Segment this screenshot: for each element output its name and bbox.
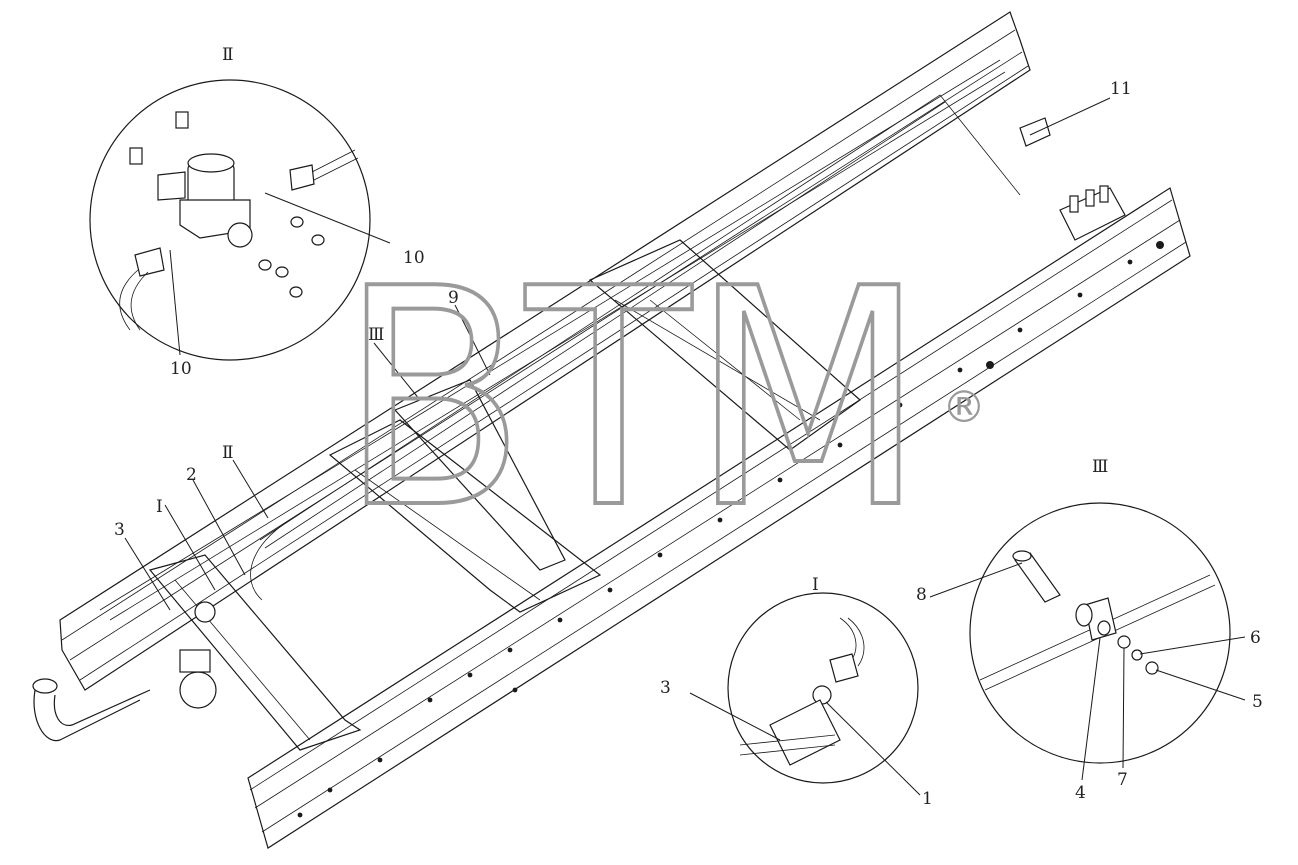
detail-I-circle — [727, 592, 919, 784]
valve-assembly — [1019, 117, 1126, 241]
detail-II-circle — [89, 79, 371, 361]
watermark-registered-mark: ® — [942, 382, 986, 433]
chassis-frame — [59, 11, 1191, 849]
view-label-II-detail: Ⅱ — [222, 45, 234, 65]
callout-5: 5 — [1252, 692, 1263, 712]
callout-2: 2 — [186, 465, 197, 485]
front-valve-cluster — [179, 601, 217, 709]
callout-labels: Ⅱ Ⅲ Ⅰ Ⅰ Ⅱ Ⅲ 10 10 9 11 2 3 3 1 8 6 5 4 7 — [114, 45, 1263, 809]
rear-side-rail — [59, 11, 1031, 691]
detail-III-circle — [969, 502, 1231, 764]
view-label-III-main: Ⅲ — [368, 325, 384, 345]
detail-view-II — [89, 79, 391, 361]
view-label-I-detail: Ⅰ — [812, 575, 819, 595]
callout-9: 9 — [448, 288, 459, 308]
air-lines — [250, 94, 1021, 601]
callout-10-a: 10 — [403, 248, 425, 268]
callout-6: 6 — [1250, 628, 1261, 648]
callout-4: 4 — [1075, 783, 1086, 803]
callout-7: 7 — [1117, 770, 1128, 790]
detail-view-I — [689, 592, 921, 796]
callout-3-detail: 3 — [660, 678, 671, 698]
callout-8: 8 — [916, 585, 927, 605]
callout-3-main: 3 — [114, 520, 125, 540]
front-side-rail — [247, 187, 1191, 849]
callout-1-detail: 1 — [922, 789, 933, 809]
view-label-II-main: Ⅱ — [222, 443, 234, 463]
view-label-III-detail: Ⅲ — [1092, 457, 1108, 477]
callout-11: 11 — [1110, 79, 1132, 99]
callout-10-b: 10 — [170, 359, 192, 379]
view-label-I-main: Ⅰ — [156, 497, 163, 517]
cross-member-1 — [148, 554, 362, 751]
main-leaders — [124, 97, 1111, 611]
frame-holes — [297, 241, 1164, 818]
cross-member-4 — [588, 239, 861, 451]
detail-view-III — [929, 502, 1246, 781]
exhaust-pipe — [32, 678, 151, 742]
cross-member-2 — [328, 419, 602, 613]
watermark: BTM ® — [338, 223, 986, 576]
cross-member-3 — [393, 379, 566, 571]
watermark-text: BTM — [340, 225, 925, 574]
